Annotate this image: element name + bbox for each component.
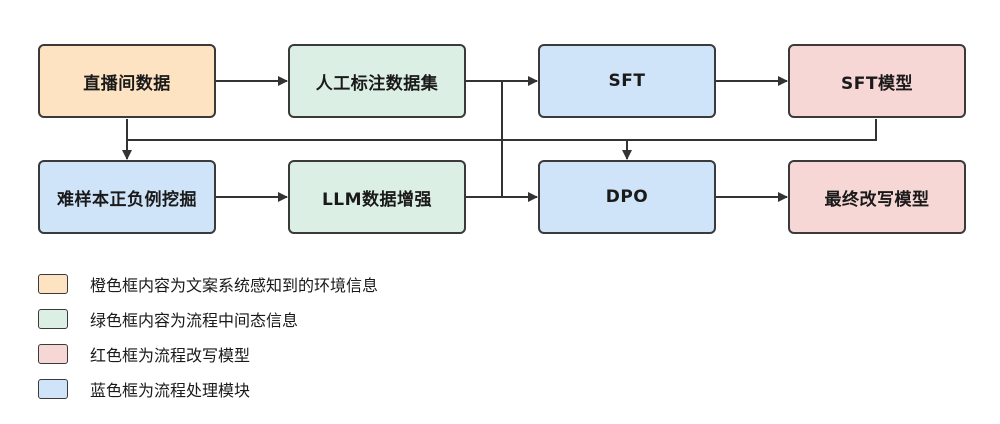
- legend-label: 蓝色框为流程处理模块: [90, 381, 251, 400]
- legend-item-orange: 橙色框内容为文案系统感知到的环境信息: [38, 272, 378, 296]
- legend-item-red: 红色框为流程改写模型: [38, 342, 250, 366]
- connector-sftmodel-crossbar: [127, 119, 877, 141]
- legend-swatch-red: [38, 344, 68, 364]
- node-llm-augmentation: LLM数据增强: [288, 160, 466, 234]
- node-manual-label-dataset: 人工标注数据集: [288, 44, 466, 118]
- node-sft: SFT: [538, 44, 716, 118]
- node-live-data: 直播间数据: [38, 44, 216, 118]
- legend-swatch-orange: [38, 274, 68, 294]
- node-final-model: 最终改写模型: [788, 160, 966, 234]
- legend-label: 橙色框内容为文案系统感知到的环境信息: [90, 276, 379, 295]
- legend-item-blue: 蓝色框为流程处理模块: [38, 377, 250, 401]
- node-hard-sample-mining: 难样本正负例挖掘: [38, 160, 216, 234]
- legend-label: 绿色框内容为流程中间态信息: [90, 311, 299, 330]
- legend-label: 红色框为流程改写模型: [90, 346, 251, 365]
- legend-swatch-blue: [38, 379, 68, 399]
- node-sft-model: SFT模型: [788, 44, 966, 118]
- legend-item-green: 绿色框内容为流程中间态信息: [38, 307, 298, 331]
- node-dpo: DPO: [538, 160, 716, 234]
- legend-swatch-green: [38, 309, 68, 329]
